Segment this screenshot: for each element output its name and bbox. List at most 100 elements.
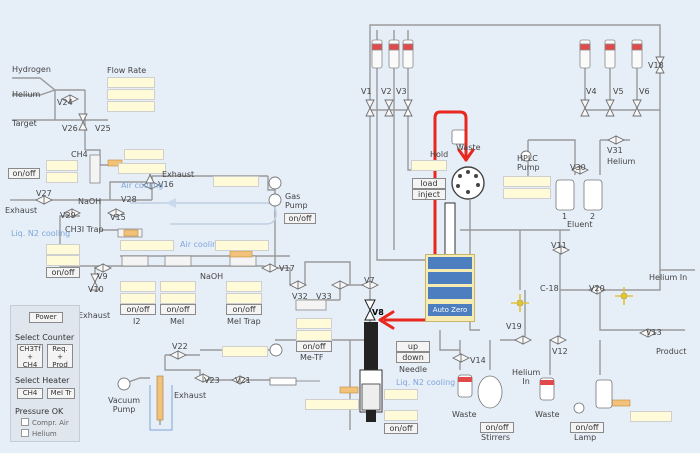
inject-button[interactable]: inject [412,189,446,200]
me-tf-field-1[interactable] [296,318,332,329]
c18-label: C-18 [540,284,559,293]
v5-label: V5 [613,87,624,96]
v9-label: V9 [97,272,108,281]
vacuum-pump-label: Vacuum Pump [108,396,140,414]
air-cooling-field[interactable] [215,240,269,251]
mei-trap-field-2[interactable] [226,293,262,304]
ch4-onoff-button[interactable]: on/off [8,168,40,179]
compr-air-indicator: Compr. Air [21,418,69,427]
helium-indicator: Helium [21,429,57,438]
me-tf-field-2[interactable] [296,330,332,341]
hplc-pump-text: HPLC Pump [517,154,540,172]
ch4-field-1[interactable] [46,160,78,171]
mei-label: MeI [170,317,185,326]
mei-trap-label: MeI Trap [227,317,261,326]
needle-down-button[interactable]: down [396,352,430,363]
eluent-label: Eluent [567,220,593,229]
v23-label: V23 [204,376,220,385]
power-button[interactable]: Power [29,312,63,323]
ch3i-onoff-button[interactable]: on/off [46,267,80,278]
eluent-2-label: 2 [590,212,596,221]
ln2-cooling-label-2: Liq. N2 cooling [396,378,456,387]
i2-onoff-button[interactable]: on/off [120,304,156,315]
v15-label: V15 [110,213,126,222]
flow-rate-field-2[interactable] [107,89,155,100]
v8-label: V8 [372,308,384,317]
v13-label: V13 [646,328,662,337]
ch4-heater-field[interactable] [118,163,166,174]
helium-label-2: Helium [607,157,636,166]
counter-req-prod-button[interactable]: Req. + Prod [47,344,73,369]
gas-pump-onoff-button[interactable]: on/off [284,213,316,224]
reactor-field-1[interactable] [384,389,418,400]
i2-field-2[interactable] [120,293,156,304]
i2-label: I2 [133,317,141,326]
lamp-temp-field[interactable] [630,411,672,422]
lamp-onoff-button[interactable]: on/off [570,422,604,433]
waste-label-1: Waste [456,143,481,152]
v33-label: V33 [316,292,332,301]
v22-label: V22 [172,342,188,351]
detector-line-2 [428,272,472,284]
load-button[interactable]: load [412,178,446,189]
v32-label: V32 [292,292,308,301]
exhaust-label-2: Exhaust [5,206,38,215]
heater-mei-button[interactable]: MeI Tr [47,388,75,399]
pressure-field[interactable] [222,346,268,357]
naoh-label-1: NaOH [78,197,102,206]
v30-label: V30 [570,163,586,172]
ch4-field-2[interactable] [46,172,78,183]
exhaust-field[interactable] [213,176,259,187]
v27-label: V27 [36,189,52,198]
mei-trap-field-1[interactable] [226,281,262,292]
stirrers-onoff-button[interactable]: on/off [480,422,514,433]
mei-field-1[interactable] [160,281,196,292]
mei-trap-onoff-button[interactable]: on/off [226,304,262,315]
compr-air-label: Compr. Air [32,419,69,427]
ch4-temp-field[interactable] [124,149,164,160]
hydrogen-label: Hydrogen [12,65,51,74]
v26-label: V26 [62,124,78,133]
flow-rate-label: Flow Rate [107,66,147,75]
ch4-label: CH4 [71,150,88,159]
auto-zero-button[interactable]: Auto Zero [428,304,472,316]
pressure-ok-label: Pressure OK [15,407,64,416]
ch3i-trap-label: CH3I Trap [65,225,104,234]
flow-rate-field-1[interactable] [107,77,155,88]
mei-onoff-button[interactable]: on/off [160,304,196,315]
hplc-pump-label: HPLC Pump [517,154,540,172]
ch3i-trap-field[interactable] [120,240,174,251]
exhaust-label-1: Exhaust [162,170,195,179]
ch3i-field-1[interactable] [46,244,80,255]
v19-label: V19 [506,322,522,331]
hplc-field-2[interactable] [503,188,551,199]
hold-label: Hold [430,150,449,159]
v14-label: V14 [470,356,486,365]
v4-label: V4 [586,87,597,96]
vacuum-pump-text: Vacuum Pump [108,396,141,414]
detector-panel: Auto Zero [425,254,475,322]
reactor-temp-field[interactable] [305,399,359,410]
v25-label: V25 [95,124,111,133]
me-tf-onoff-button[interactable]: on/off [296,341,332,352]
air-cooling-label-1: Air cooling [121,181,164,190]
mei-field-2[interactable] [160,293,196,304]
v28-label: V28 [121,195,137,204]
flow-rate-field-3[interactable] [107,101,155,112]
stirrers-label: Stirrers [481,433,511,442]
hplc-field-1[interactable] [503,176,551,187]
injector-field[interactable] [411,160,447,171]
counter-ch3tf-button[interactable]: CH3Tf + CH4 [17,344,43,369]
heater-ch4-button[interactable]: CH4 [17,388,43,399]
i2-field-1[interactable] [120,281,156,292]
gas-pump-text: Gas Pump [285,192,308,210]
reactor-onoff-button[interactable]: on/off [384,423,418,434]
waste-label-3: Waste [535,410,560,419]
reactor-field-2[interactable] [384,410,418,421]
ch3i-field-2[interactable] [46,255,80,266]
needle-up-button[interactable]: up [396,341,430,352]
eluent-1-label: 1 [562,212,568,221]
needle-label: Needle [399,365,428,374]
helium-in-label-2: Helium In [512,368,540,386]
